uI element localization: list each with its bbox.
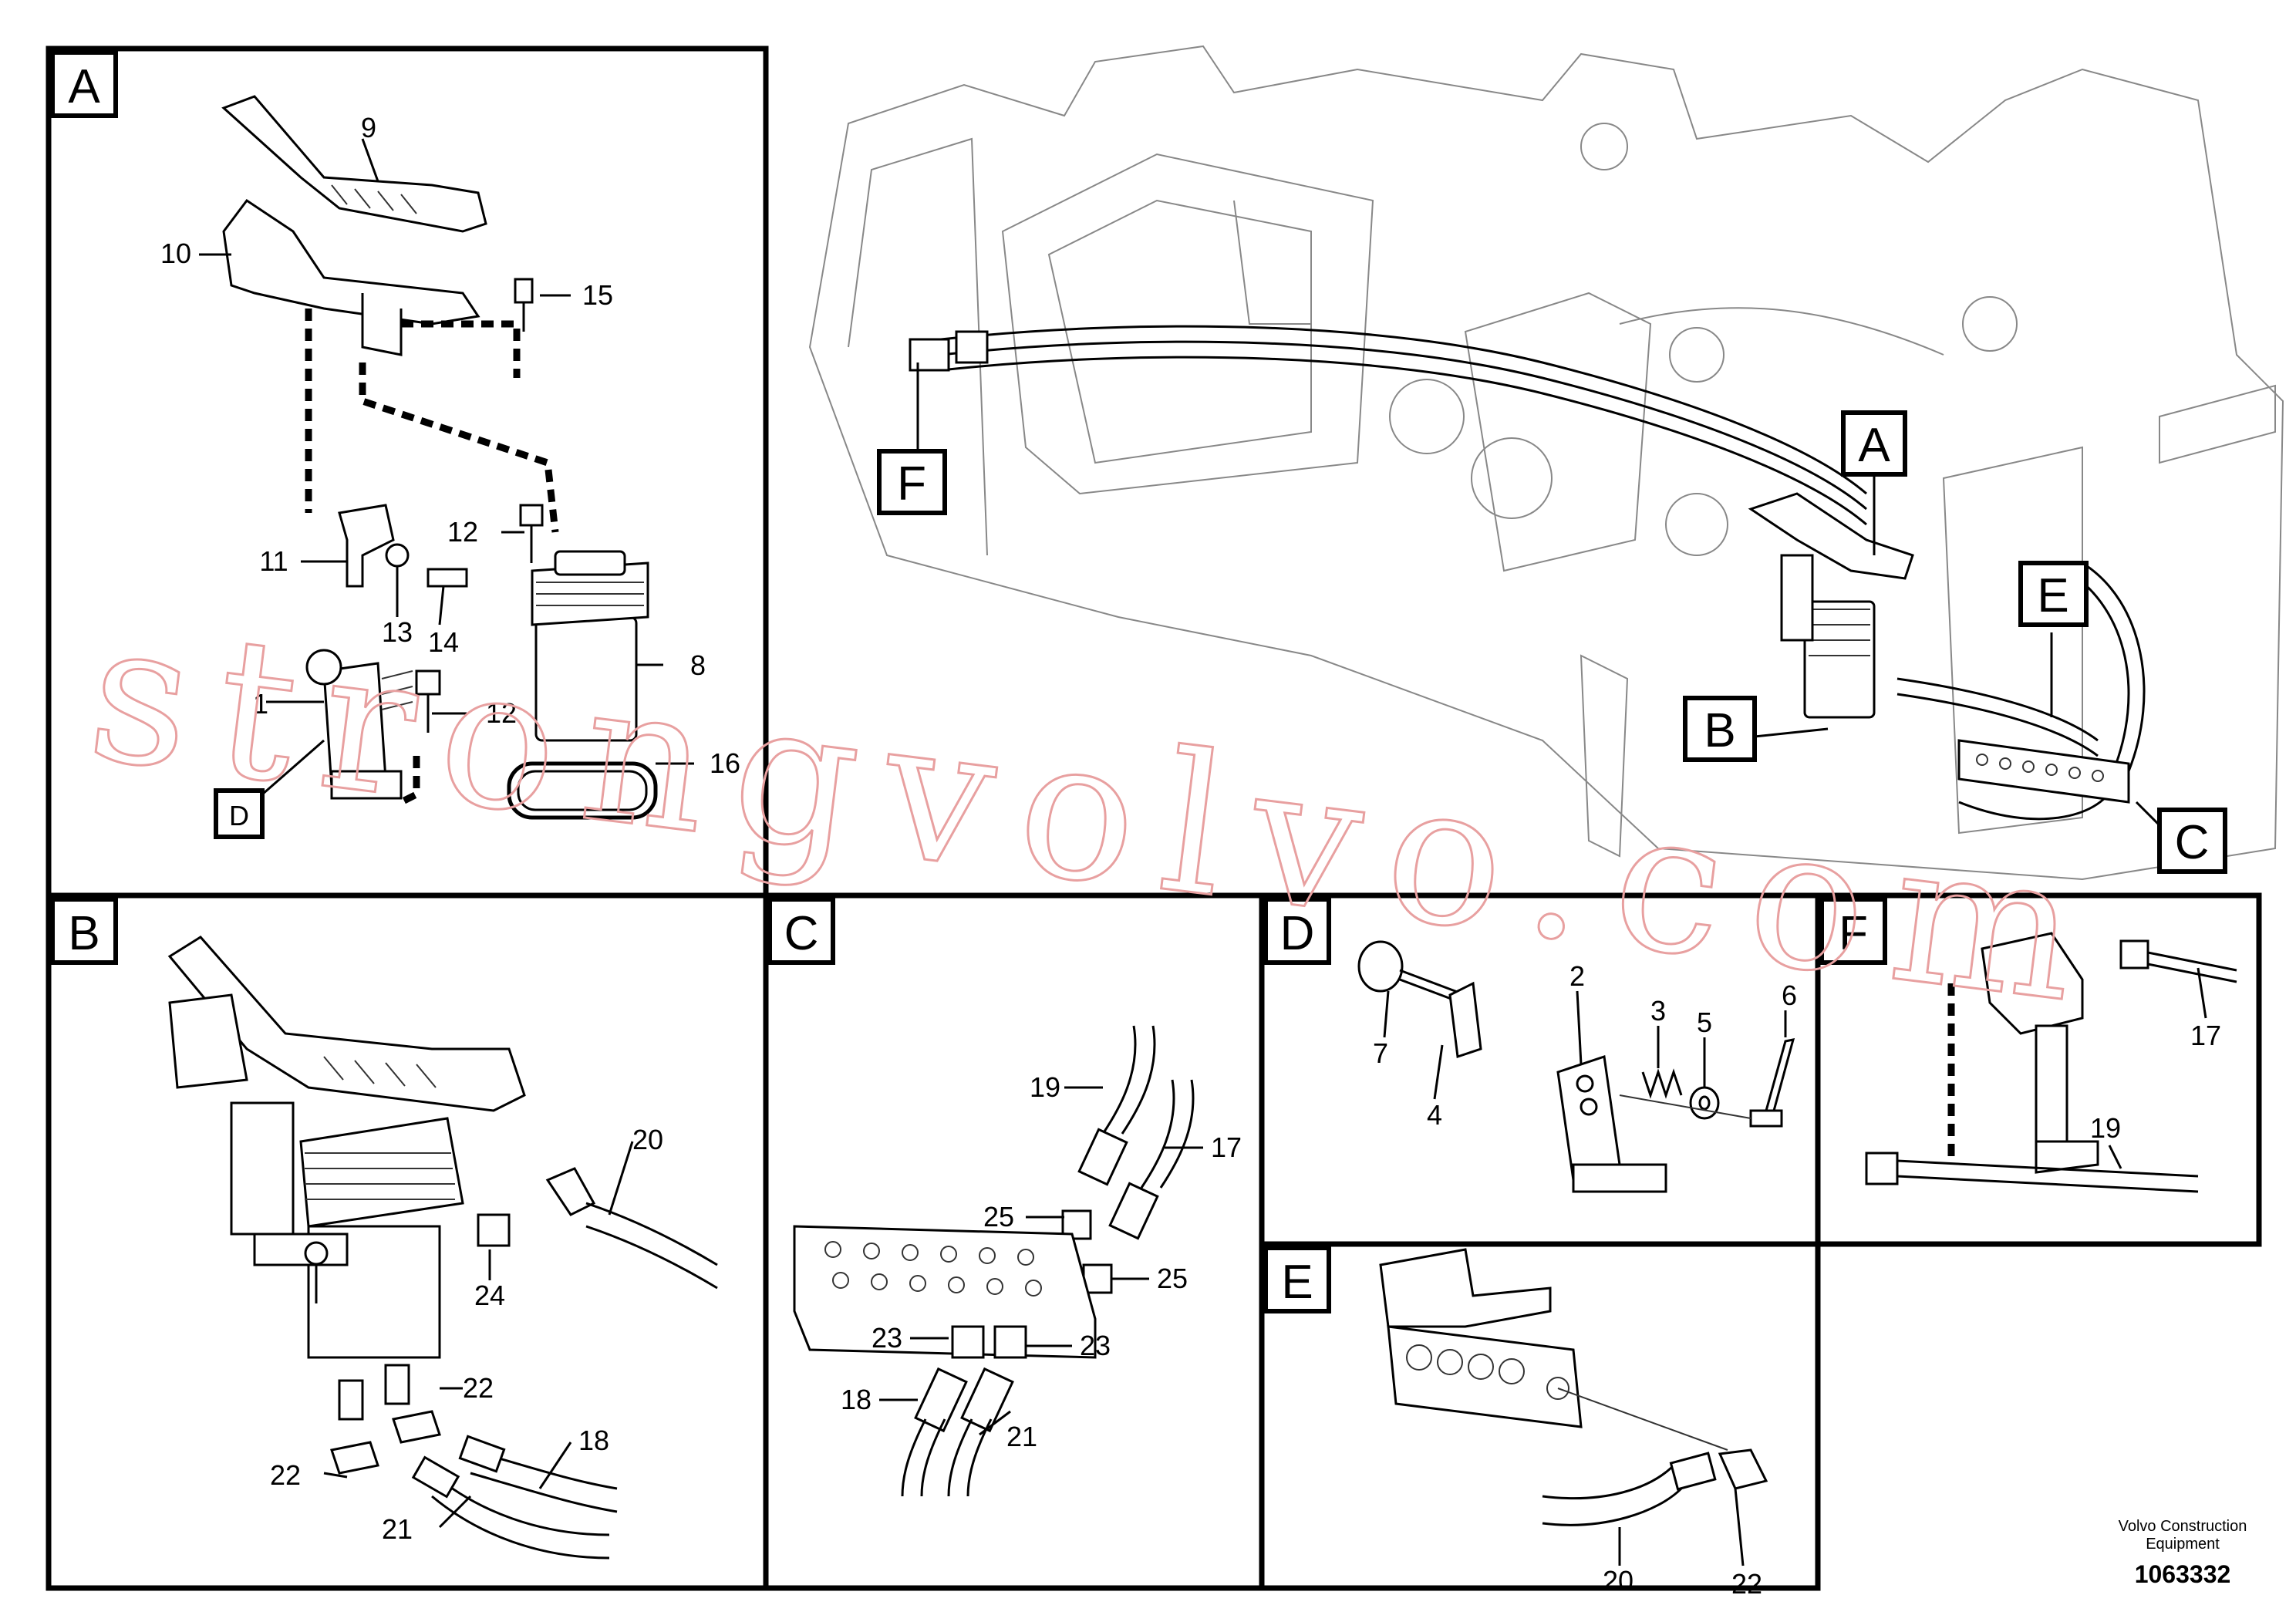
callout-10: 10 [160, 238, 191, 269]
callout-20: 20 [632, 1124, 663, 1155]
svg-text:D: D [1280, 907, 1315, 960]
overview-label-F: F [877, 449, 947, 515]
brand-line-2: Equipment [2146, 1536, 2220, 1553]
svg-text:A: A [1858, 419, 1890, 472]
footer: Volvo Construction Equipment 1063332 [2119, 1518, 2247, 1588]
callout-22-left: 22 [270, 1459, 301, 1491]
callout-3: 3 [1650, 995, 1666, 1027]
machine-frame-overview [808, 45, 2284, 881]
panel-A: A D [46, 46, 769, 899]
callout-8: 8 [690, 649, 706, 681]
callout-23-left: 23 [872, 1322, 902, 1354]
callout-2: 2 [1569, 960, 1585, 992]
svg-text:D: D [229, 800, 249, 831]
callout-13: 13 [382, 616, 413, 648]
callout-17: 17 [2190, 1020, 2221, 1051]
overview-label-A: A [1841, 410, 1907, 477]
callout-9: 9 [361, 112, 376, 143]
callout-19: 19 [2090, 1112, 2121, 1144]
callout-23-right: 23 [1080, 1330, 1111, 1361]
svg-text:E: E [2037, 569, 2068, 622]
callout-16: 16 [710, 747, 740, 779]
callout-17: 17 [1211, 1131, 1242, 1163]
callout-19: 19 [1030, 1071, 1060, 1103]
callout-14: 14 [428, 626, 459, 658]
callout-18: 18 [578, 1425, 609, 1456]
brand-line-1: Volvo Construction [2119, 1518, 2247, 1535]
overview-label-E: E [2018, 561, 2089, 627]
panel-F: F 17 19 [1815, 892, 2262, 1247]
callout-4: 4 [1427, 1099, 1442, 1131]
drawing-number: 1063332 [2135, 1560, 2231, 1588]
callout-1: 1 [253, 688, 268, 720]
svg-text:A: A [68, 60, 100, 113]
callout-12-top: 12 [447, 516, 478, 548]
svg-text:B: B [1704, 704, 1735, 757]
callout-25-left: 25 [983, 1201, 1014, 1233]
callout-24: 24 [474, 1280, 505, 1311]
svg-text:F: F [897, 457, 926, 511]
callout-21: 21 [1006, 1421, 1037, 1452]
callout-7: 7 [1373, 1037, 1388, 1069]
callout-21: 21 [382, 1513, 413, 1545]
callout-5: 5 [1697, 1007, 1712, 1038]
callout-22-right: 22 [463, 1372, 494, 1404]
callout-15: 15 [582, 279, 613, 311]
overview-label-C: C [2157, 808, 2227, 874]
svg-text:C: C [2175, 816, 2210, 869]
svg-text:F: F [1839, 907, 1868, 960]
svg-text:C: C [784, 907, 819, 960]
panel-E: E 20 22 [1259, 1241, 1821, 1600]
callout-18: 18 [841, 1384, 872, 1415]
callout-20: 20 [1603, 1565, 1633, 1597]
callout-22: 22 [1731, 1568, 1762, 1600]
callout-6: 6 [1782, 980, 1797, 1011]
panel-B: B 20 24 [46, 892, 769, 1591]
overview-label-B: B [1683, 696, 1757, 762]
callout-11: 11 [259, 545, 288, 577]
callout-25-right: 25 [1157, 1263, 1188, 1294]
callout-12-bottom: 12 [486, 697, 517, 729]
svg-text:E: E [1281, 1256, 1313, 1309]
panel-C: C [763, 892, 1265, 1591]
svg-text:B: B [68, 907, 99, 960]
